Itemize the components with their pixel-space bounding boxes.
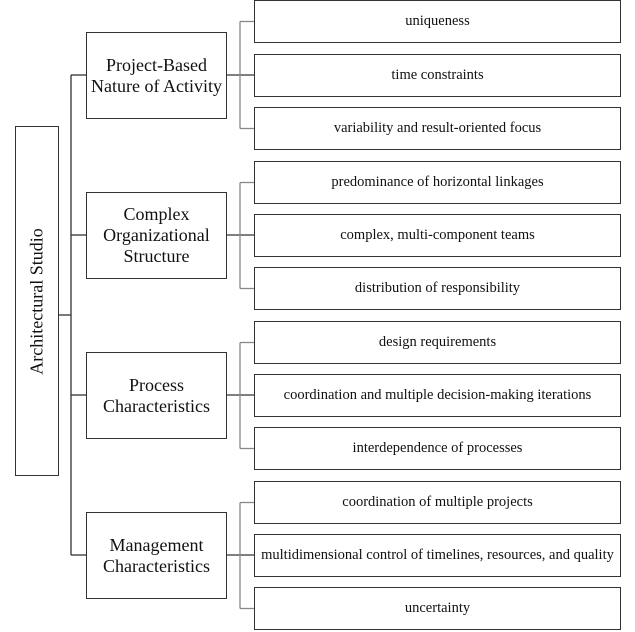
category-project-based: Project-Based Nature of Activity bbox=[86, 32, 227, 119]
leaf-label: time constraints bbox=[391, 67, 484, 83]
leaf-label: complex, multi-component teams bbox=[340, 227, 535, 243]
leaf-node: coordination and multiple decision-makin… bbox=[254, 374, 621, 417]
leaf-label: design requirements bbox=[378, 334, 497, 350]
category-label: Project-Based Nature of Activity bbox=[91, 54, 222, 96]
category-process: Process Characteristics bbox=[86, 352, 227, 439]
leaf-node: uniqueness bbox=[254, 0, 621, 43]
leaf-label: distribution of responsibility bbox=[354, 280, 521, 296]
leaf-label: coordination of multiple projects bbox=[342, 494, 533, 510]
leaf-label: uniqueness bbox=[405, 13, 470, 29]
leaf-node: uncertainty bbox=[254, 587, 621, 630]
category-management: Management Characteristics bbox=[86, 512, 227, 599]
leaf-label: variability and result-oriented focus bbox=[333, 120, 542, 136]
leaf-label: uncertainty bbox=[404, 600, 471, 616]
leaf-label: coordination and multiple decision-makin… bbox=[283, 387, 592, 403]
leaf-node: predominance of horizontal linkages bbox=[254, 161, 621, 204]
leaf-node: variability and result-oriented focus bbox=[254, 107, 621, 150]
leaf-label: multidimensional control of timelines, r… bbox=[261, 547, 614, 563]
leaf-node: distribution of responsibility bbox=[254, 267, 621, 310]
root-label: Architectural Studio bbox=[26, 227, 47, 375]
leaf-node: coordination of multiple projects bbox=[254, 481, 621, 524]
leaf-label: interdependence of processes bbox=[352, 440, 523, 456]
leaf-node: multidimensional control of timelines, r… bbox=[254, 534, 621, 577]
leaf-label: predominance of horizontal linkages bbox=[331, 174, 544, 190]
leaf-node: time constraints bbox=[254, 54, 621, 97]
leaf-node: design requirements bbox=[254, 321, 621, 364]
category-label: Process Characteristics bbox=[103, 374, 210, 416]
root-node: Architectural Studio bbox=[15, 126, 59, 476]
leaf-node: interdependence of processes bbox=[254, 427, 621, 470]
category-label: Complex Organizational Structure bbox=[103, 204, 210, 266]
category-label: Management Characteristics bbox=[103, 534, 210, 576]
category-organizational-structure: Complex Organizational Structure bbox=[86, 192, 227, 279]
leaf-node: complex, multi-component teams bbox=[254, 214, 621, 257]
